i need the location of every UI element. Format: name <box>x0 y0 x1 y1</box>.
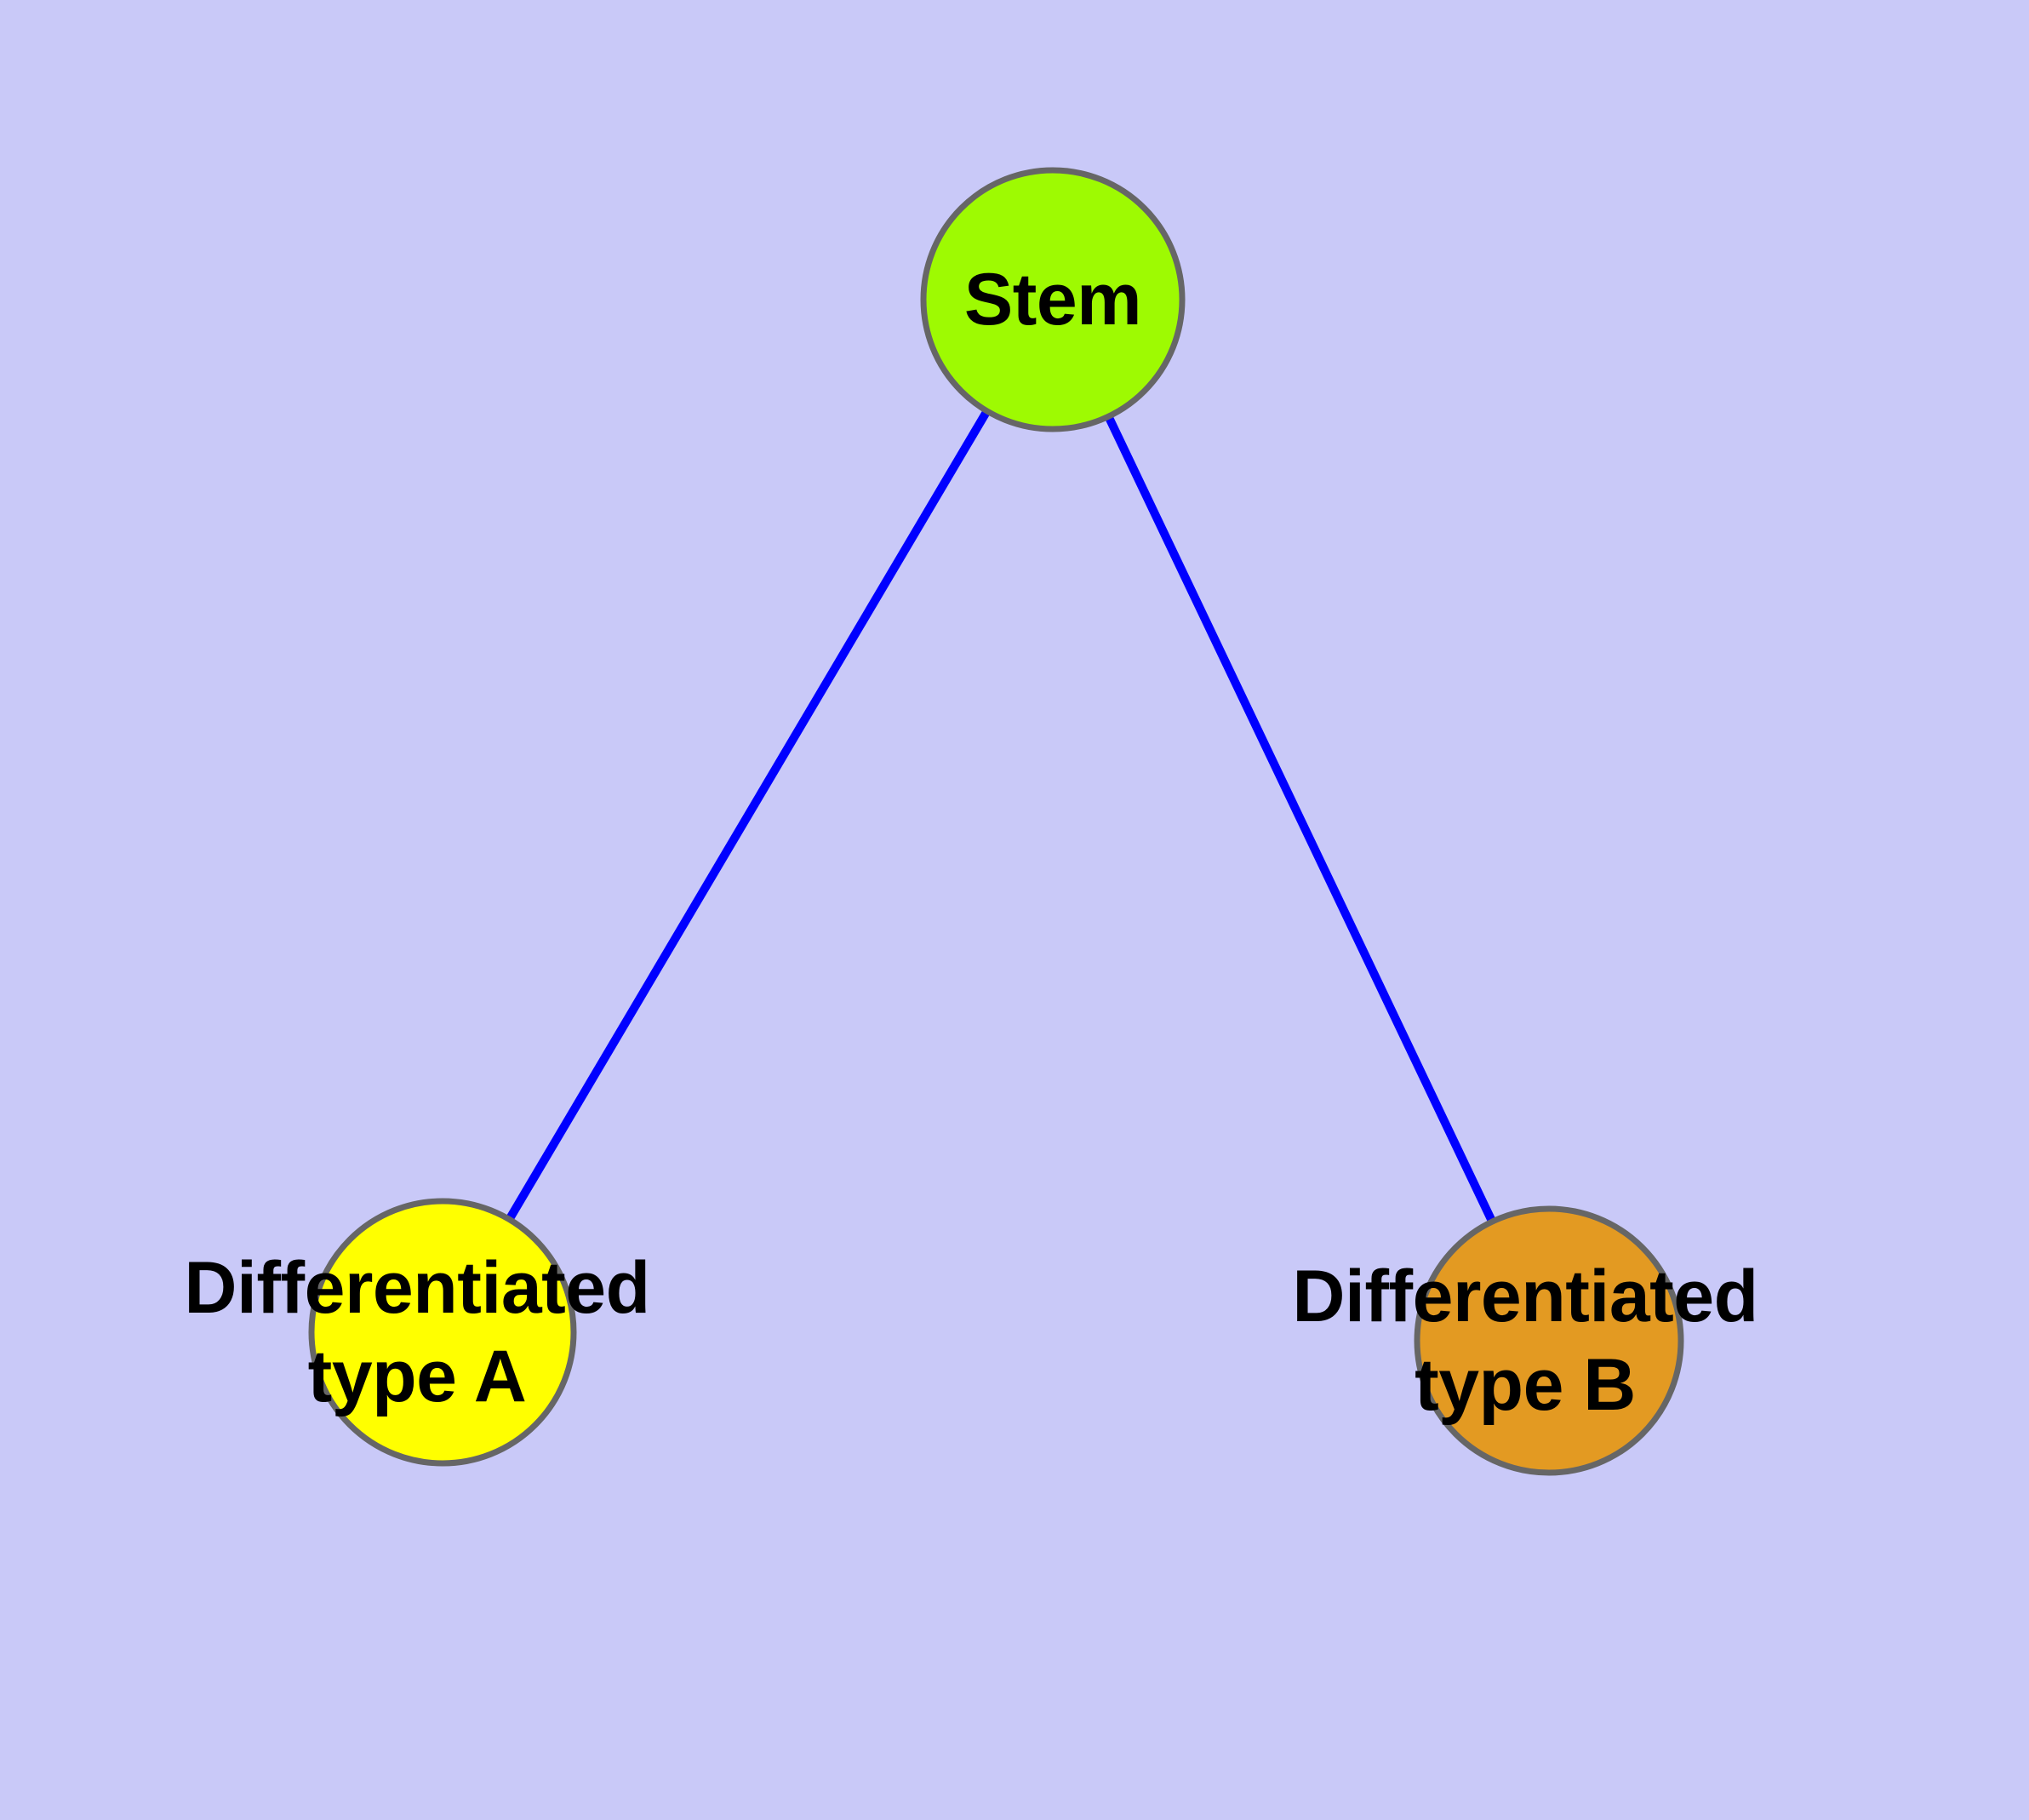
graph-node-diff_b[interactable] <box>1414 1205 1684 1476</box>
graph-node-stem[interactable] <box>920 167 1186 432</box>
graph-edge-stem-to-diff-b[interactable] <box>1049 297 1553 1343</box>
node-layer <box>308 167 1684 1476</box>
graph-edge-stem-to-diff-a[interactable] <box>438 297 1057 1335</box>
edge-layer <box>438 297 1553 1343</box>
graph-node-diff_a[interactable] <box>308 1198 577 1467</box>
